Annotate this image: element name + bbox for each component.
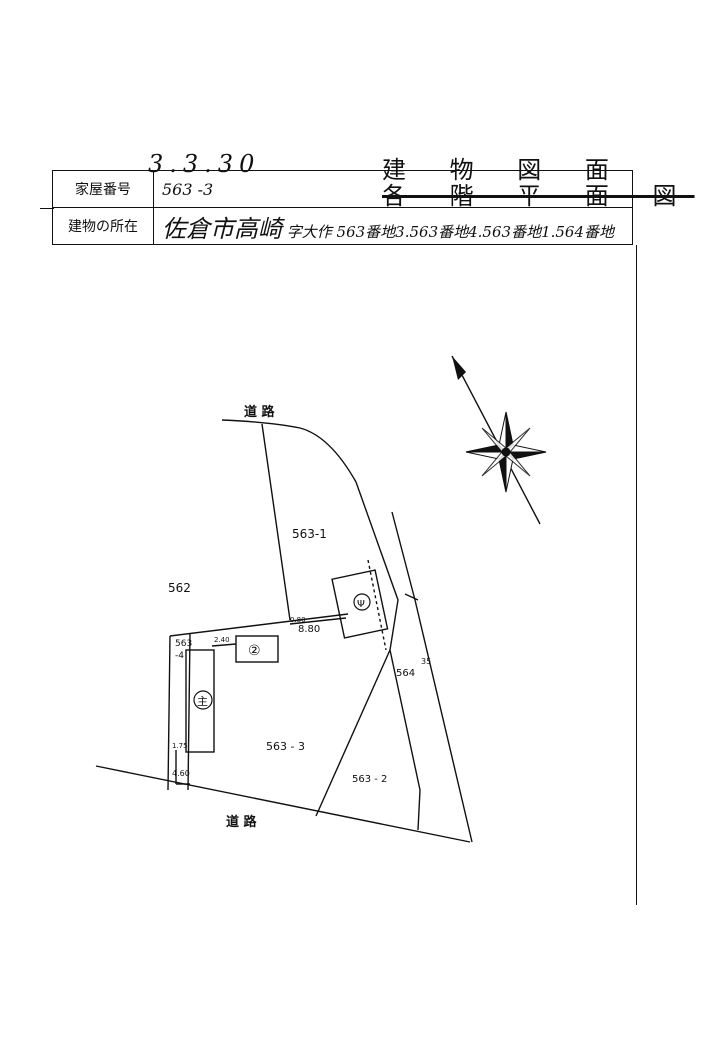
frame-right-border bbox=[636, 245, 637, 905]
lot-563-3-top-boundary bbox=[169, 613, 349, 637]
lot-563-4-right-boundary bbox=[187, 633, 191, 791]
house-number-row: 家屋番号 563 -3 bbox=[52, 170, 633, 208]
annex-building-3-outline bbox=[331, 569, 389, 639]
lot-562-label: 562 bbox=[168, 581, 191, 595]
dimension-35-label: 35 bbox=[421, 657, 431, 666]
lot-563-4-sub-label: -4 bbox=[175, 651, 184, 661]
compass-star-icon bbox=[465, 411, 547, 493]
annex-building-3-marker bbox=[353, 593, 371, 611]
north-arrow-icon bbox=[452, 356, 466, 380]
frame-left-stub bbox=[40, 208, 54, 209]
lot-564-right-boundary bbox=[391, 511, 473, 843]
main-building-label: 主 bbox=[197, 695, 208, 708]
compass-rose bbox=[451, 355, 547, 525]
lot-563-1-label: 563-1 bbox=[292, 527, 327, 541]
dimension-tick-564 bbox=[404, 593, 419, 601]
dimension-0-80-label: 0.80 bbox=[290, 616, 306, 624]
location-row: 建物の所在 佐倉市高崎 字大作 563番地3.563番地4.563番地1.564… bbox=[52, 207, 633, 245]
dimension-2-40-label: 2.40 bbox=[214, 636, 230, 644]
building-3-dashed-line bbox=[367, 559, 387, 651]
lot-563-2-boundary bbox=[315, 649, 391, 817]
main-building-outline bbox=[185, 649, 215, 753]
lot-563-4-label: 563 bbox=[175, 639, 192, 649]
dimension-line-2-40 bbox=[211, 643, 237, 647]
road-top-label: 道 路 bbox=[244, 404, 276, 420]
road-top-edge bbox=[221, 419, 357, 483]
road-bottom-edge bbox=[95, 765, 471, 843]
annex-building-3-label: Ψ bbox=[357, 599, 365, 610]
lot-563-3-label: 563 - 3 bbox=[266, 740, 305, 753]
lot-564-label: 564 bbox=[396, 668, 415, 679]
location-city: 佐倉市高崎 bbox=[162, 214, 282, 243]
lot-563-1-left-boundary bbox=[261, 423, 291, 621]
annex-building-2-outline bbox=[235, 635, 279, 663]
lot-563-3-left-boundary bbox=[167, 635, 171, 791]
annex-building-2-label: ② bbox=[248, 643, 261, 659]
dimension-8-80-label: 8.80 bbox=[298, 624, 320, 635]
location-detail: 字大作 563番地3.563番地4.563番地1.564番地 bbox=[286, 222, 615, 241]
main-building-marker bbox=[193, 690, 213, 710]
dimension-line-8-80 bbox=[289, 617, 347, 625]
dimension-1-75-label: 1.75 bbox=[172, 742, 188, 750]
lot-563-2-label: 563 - 2 bbox=[352, 774, 387, 785]
header-table: 家屋番号 563 -3 建物の所在 佐倉市高崎 字大作 563番地3.563番地… bbox=[52, 170, 633, 245]
location-value: 佐倉市高崎 字大作 563番地3.563番地4.563番地1.564番地 bbox=[153, 207, 633, 245]
dimension-4-60-label: 4.60 bbox=[172, 769, 190, 778]
road-bottom-label: 道 路 bbox=[226, 814, 258, 830]
location-label: 建物の所在 bbox=[52, 207, 154, 245]
